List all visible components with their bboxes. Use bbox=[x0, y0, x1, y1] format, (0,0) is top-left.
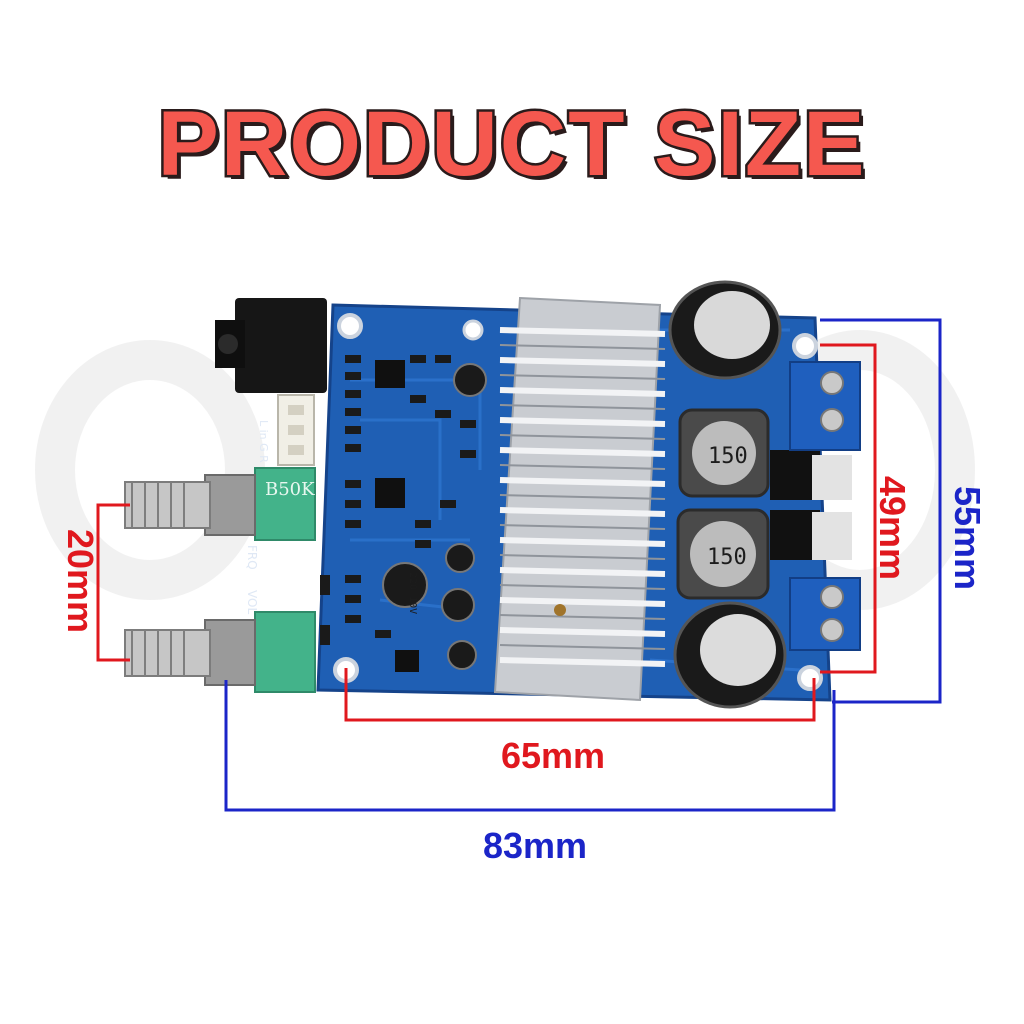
dimension-label-65mm: 65mm bbox=[501, 735, 606, 776]
volume-potentiometer bbox=[124, 611, 316, 693]
dimension-label-20mm: 20mm bbox=[60, 528, 102, 634]
dimension-label-83mm: 83mm bbox=[483, 825, 588, 866]
dim-line-55mm bbox=[820, 318, 942, 704]
smd-components bbox=[320, 355, 476, 645]
speaker-terminals bbox=[789, 361, 861, 651]
inductors: 150 150 bbox=[676, 408, 770, 600]
ic-chips bbox=[375, 360, 419, 672]
inductor-bottom-label: 150 bbox=[707, 545, 747, 570]
dimension-label-55mm: 55mm bbox=[947, 485, 989, 591]
small-capacitors: 220 10V bbox=[382, 363, 487, 670]
audio-input-jack bbox=[215, 298, 327, 393]
dim-line-65mm bbox=[344, 668, 816, 722]
output-transistors bbox=[770, 450, 852, 560]
pot-label: B50K bbox=[265, 479, 315, 500]
large-capacitors bbox=[668, 280, 787, 709]
inductor-top-label: 150 bbox=[708, 444, 748, 469]
dim-line-20mm bbox=[96, 503, 130, 662]
silk-vol-label: VOL bbox=[245, 590, 259, 614]
dim-line-49mm bbox=[820, 343, 877, 674]
frequency-potentiometer: B50K bbox=[124, 467, 316, 541]
mounting-holes bbox=[333, 313, 823, 691]
dimension-lines-red bbox=[96, 343, 877, 722]
heatsink bbox=[493, 296, 666, 702]
silk-input-label: L in G R in bbox=[257, 420, 270, 476]
dimension-lines-blue bbox=[224, 318, 942, 812]
input-header-connector bbox=[277, 394, 315, 466]
dimension-label-49mm: 49mm bbox=[872, 475, 914, 581]
cap-big-label: 220 10V bbox=[407, 572, 418, 614]
page-title: PRODUCT SIZE bbox=[155, 91, 867, 198]
dim-line-83mm bbox=[224, 680, 836, 812]
silk-frq-label: FRQ bbox=[245, 545, 259, 570]
